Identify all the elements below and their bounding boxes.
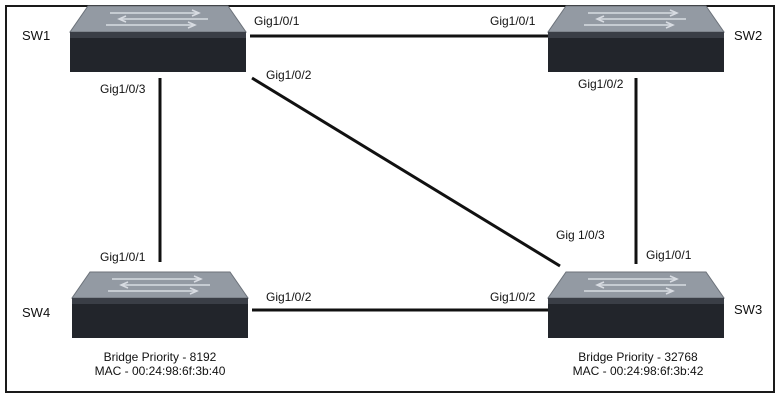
- sw3-name: SW3: [734, 302, 763, 317]
- sw3-port-gig1-0-2: Gig1/0/2: [490, 290, 536, 304]
- sw3-bridge-info: Bridge Priority - 32768 MAC - 00:24:98:6…: [548, 350, 728, 378]
- sw1-port-gig1-0-2: Gig1/0/2: [266, 68, 312, 82]
- sw4-bridge-priority: Bridge Priority - 8192: [103, 350, 217, 364]
- sw4-bridge-info: Bridge Priority - 8192 MAC - 00:24:98:6f…: [75, 350, 245, 378]
- sw3-port-gig1-0-1: Gig1/0/1: [646, 248, 692, 262]
- sw3-port-gig1-0-3: Gig 1/0/3: [556, 228, 605, 242]
- sw4-name: SW4: [22, 305, 51, 320]
- sw2-port-gig1-0-1: Gig1/0/1: [490, 14, 536, 28]
- sw2-switch-icon[interactable]: [546, 4, 726, 74]
- sw2-port-gig1-0-2: Gig1/0/2: [578, 77, 624, 91]
- sw3-mac: MAC - 00:24:98:6f:3b:42: [572, 364, 704, 378]
- sw4-port-gig1-0-1: Gig1/0/1: [100, 250, 146, 264]
- diagram-frame: [5, 5, 775, 393]
- sw2-name: SW2: [734, 28, 763, 43]
- sw4-mac: MAC - 00:24:98:6f:3b:40: [94, 364, 226, 378]
- sw1-port-gig1-0-1: Gig1/0/1: [254, 14, 300, 28]
- sw4-port-gig1-0-2: Gig1/0/2: [266, 290, 312, 304]
- sw1-switch-icon[interactable]: [68, 4, 248, 74]
- sw3-switch-icon[interactable]: [546, 270, 726, 340]
- sw1-port-gig1-0-3: Gig1/0/3: [100, 82, 146, 96]
- sw1-name: SW1: [22, 28, 51, 43]
- sw4-switch-icon[interactable]: [70, 270, 250, 340]
- link-sw1-sw3: [251, 76, 561, 268]
- sw3-bridge-priority: Bridge Priority - 32768: [578, 350, 698, 364]
